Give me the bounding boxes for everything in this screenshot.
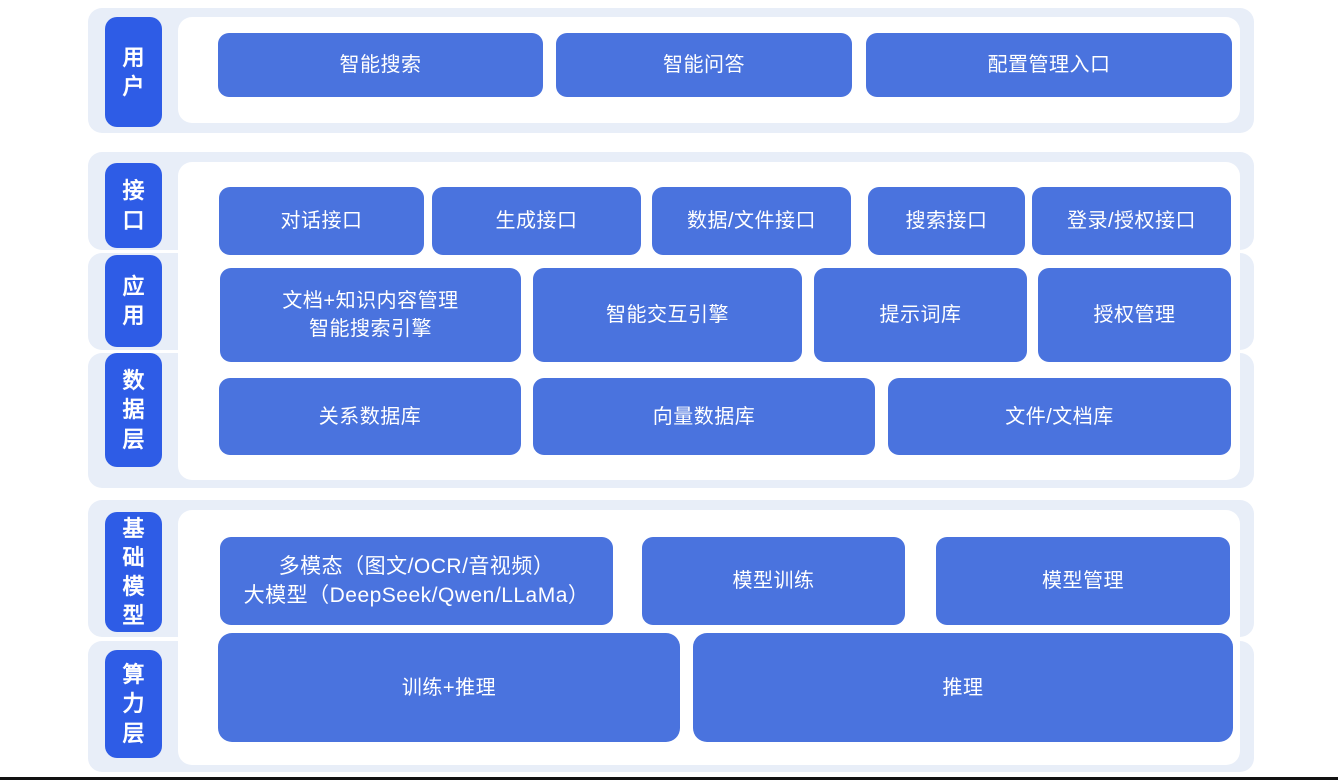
layer-label-base-model: 基础模型 <box>105 512 162 632</box>
layer-label-data-text: 数据层 <box>122 368 145 452</box>
layer-label-interface-text: 接口 <box>122 178 145 233</box>
box-relational-db: 关系数据库 <box>219 378 521 455</box>
box-search-api: 搜索接口 <box>868 187 1025 255</box>
box-generation-api: 生成接口 <box>432 187 641 255</box>
box-train-inference: 训练+推理 <box>218 633 680 742</box>
box-prompt-library: 提示词库 <box>814 268 1027 362</box>
layer-label-user: 用户 <box>105 17 162 127</box>
box-config-management-entry: 配置管理入口 <box>866 33 1232 97</box>
layer-label-interface: 接口 <box>105 163 162 248</box>
box-model-training: 模型训练 <box>642 537 905 625</box>
box-login-auth-api: 登录/授权接口 <box>1032 187 1231 255</box>
box-intelligent-qa: 智能问答 <box>556 33 852 97</box>
box-file-doc-db: 文件/文档库 <box>888 378 1231 455</box>
layer-label-base-model-text: 基础模型 <box>122 515 145 629</box>
bottom-edge-line <box>0 777 1338 780</box>
box-vector-db: 向量数据库 <box>533 378 875 455</box>
box-intelligent-search: 智能搜索 <box>218 33 543 97</box>
box-interaction-engine: 智能交互引擎 <box>533 268 802 362</box>
box-dialog-api: 对话接口 <box>219 187 424 255</box>
box-multimodal-llm: 多模态（图文/OCR/音视频） 大模型（DeepSeek/Qwen/LLaMa） <box>220 537 613 625</box>
layer-label-user-text: 用户 <box>122 44 145 99</box>
box-doc-knowledge-search-engine: 文档+知识内容管理 智能搜索引擎 <box>220 268 521 362</box>
box-inference: 推理 <box>693 633 1233 742</box>
layer-label-application: 应用 <box>105 255 162 347</box>
layer-label-application-text: 应用 <box>122 273 145 328</box>
box-model-management: 模型管理 <box>936 537 1230 625</box>
layer-label-data: 数据层 <box>105 353 162 467</box>
layer-label-compute-text: 算力层 <box>122 662 145 746</box>
box-data-file-api: 数据/文件接口 <box>652 187 851 255</box>
box-auth-management: 授权管理 <box>1038 268 1231 362</box>
layer-label-compute: 算力层 <box>105 650 162 758</box>
